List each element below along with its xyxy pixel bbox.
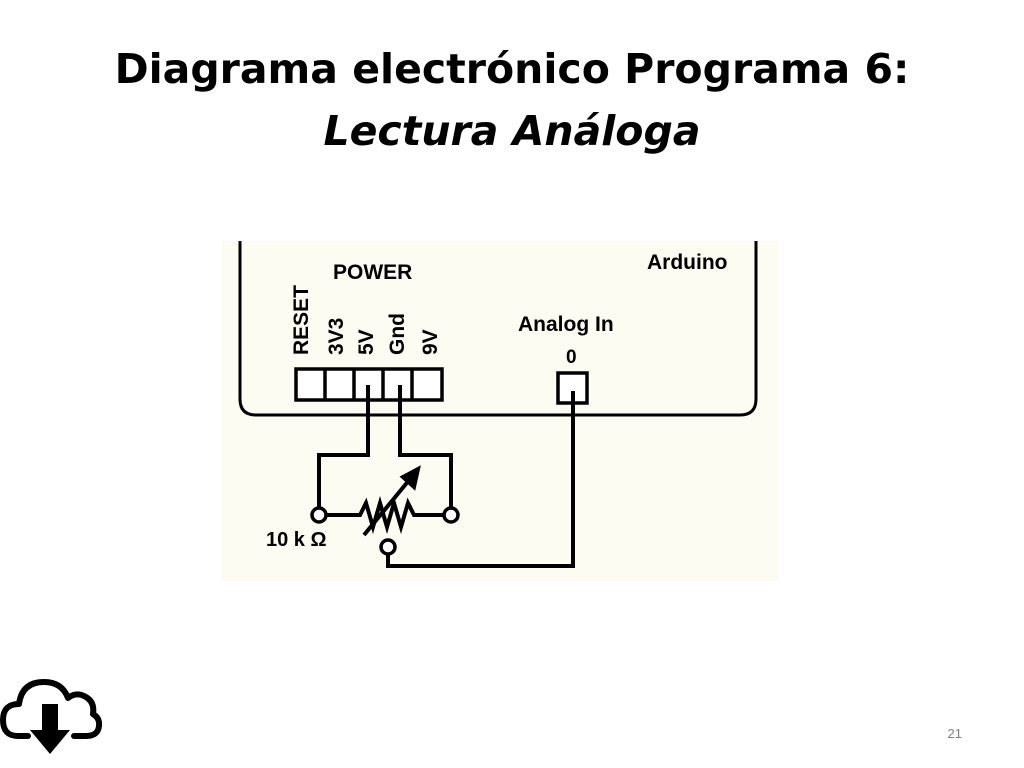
circuit-diagram: Arduino POWER RESET 3V3 5V Gnd 9V Analog… (222, 241, 778, 581)
power-header-label: POWER (333, 261, 413, 284)
title-line-2: Lectura Análoga (323, 107, 701, 155)
analog-pin-label: 0 (566, 347, 577, 368)
resistor-value-label: 10 k Ω (266, 529, 327, 551)
page-number: 21 (947, 726, 962, 741)
pin-label-9v: 9V (419, 329, 442, 355)
wires (317, 385, 575, 568)
pin-label-reset: RESET (290, 284, 313, 355)
pin-label-5v: 5V (355, 329, 378, 355)
arduino-label: Arduino (647, 251, 728, 274)
title-line-1: Diagrama electrónico Programa 6: (114, 45, 910, 93)
pin-label-gnd: Gnd (386, 313, 409, 355)
analog-in-label: Analog In (518, 313, 614, 336)
circuit-drawing (238, 241, 758, 568)
cloud-download-icon[interactable] (0, 674, 103, 758)
pin-label-3v3: 3V3 (325, 317, 348, 355)
potentiometer-symbol (326, 465, 444, 537)
arduino-board-outline (238, 241, 758, 417)
slide-title: Diagrama electrónico Programa 6: Lectura… (0, 38, 1024, 162)
